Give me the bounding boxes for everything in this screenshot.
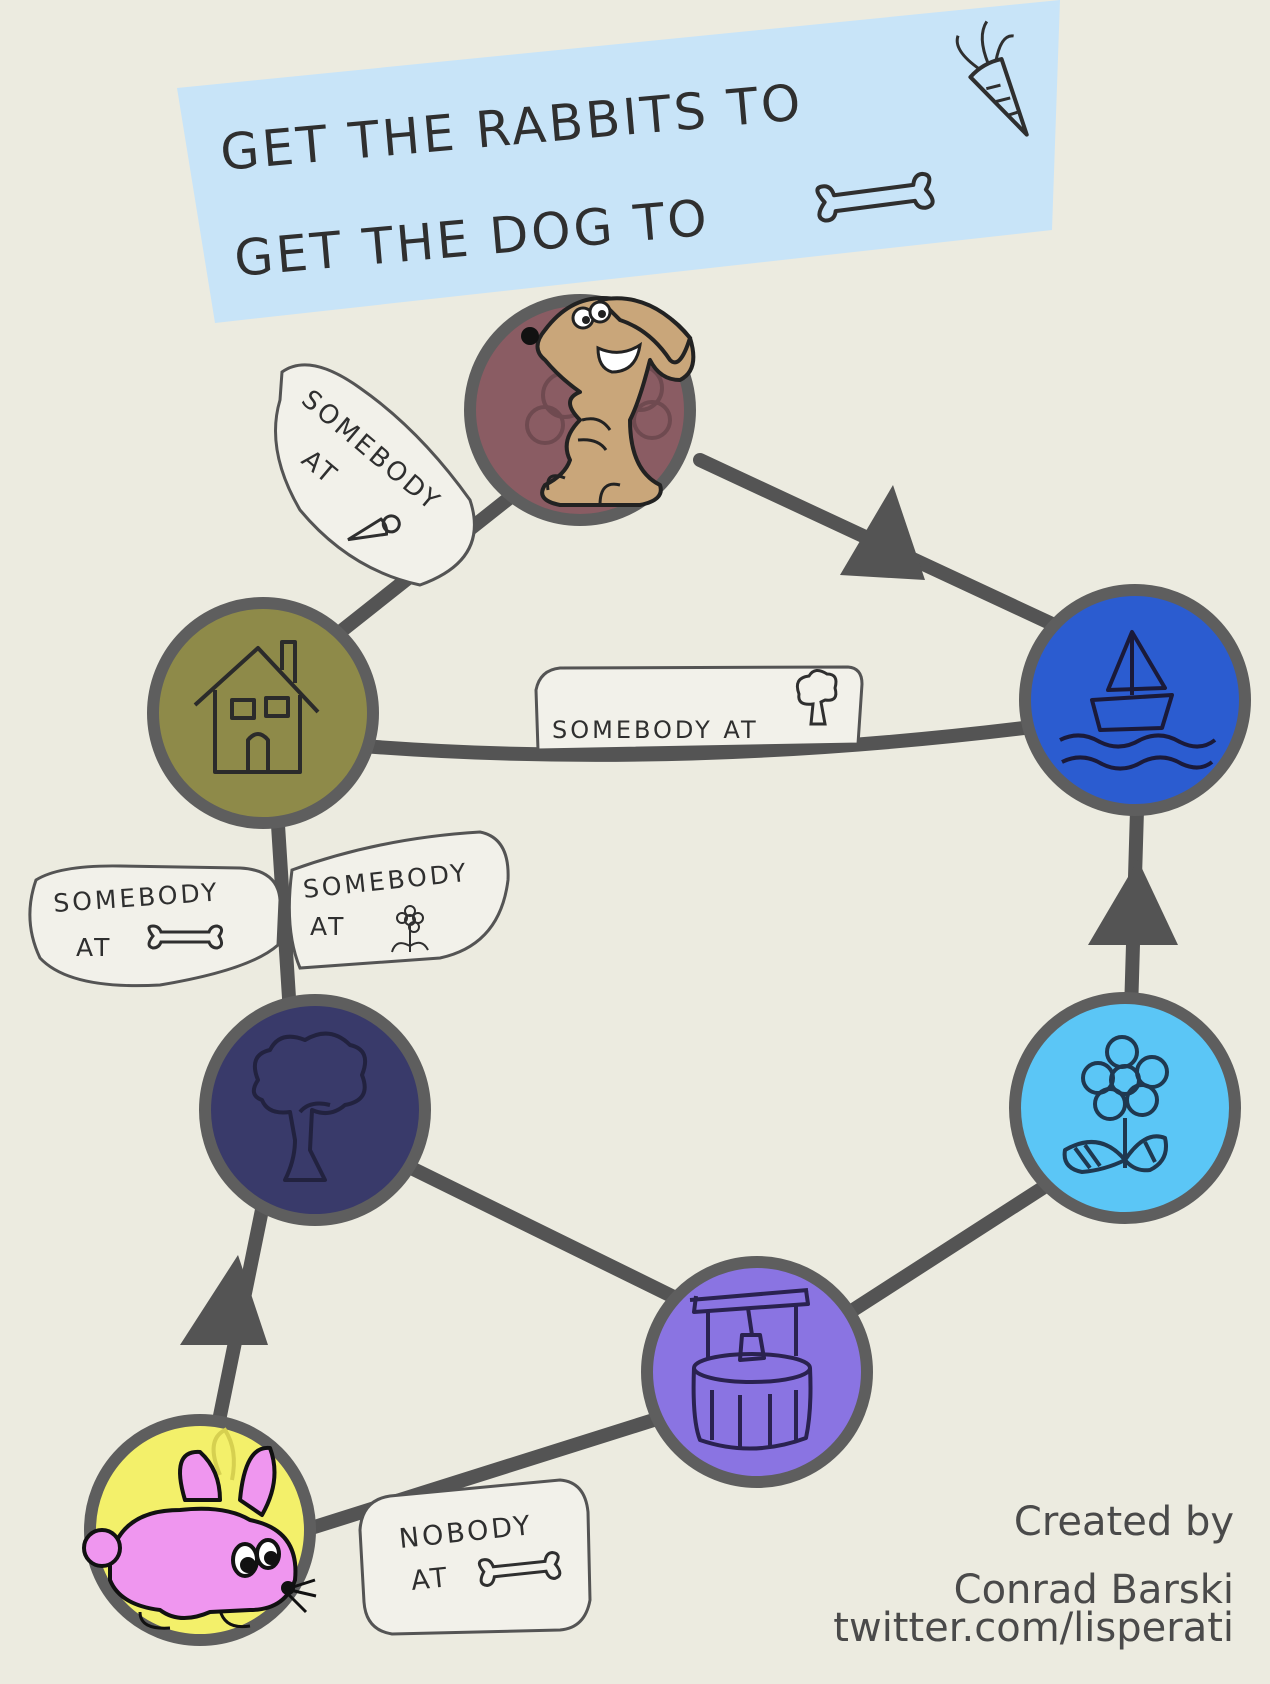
condition-house-boat-line1: SOMEBODY AT [552, 716, 759, 744]
bone-icon [815, 171, 935, 223]
node-house[interactable] [147, 597, 379, 829]
credit-twitter-link[interactable]: twitter.com/lisperati [833, 1605, 1234, 1651]
node-dog[interactable] [464, 294, 696, 526]
rabbit-icon [82, 1445, 317, 1630]
credit-author: Conrad Barski [953, 1567, 1234, 1613]
tree-icon [251, 1031, 367, 1182]
condition-house-tree-left-line2: AT [76, 933, 112, 962]
condition-house-tree-right-line2: AT [310, 912, 346, 941]
condition-dog-house: SOMEBODY AT [274, 363, 476, 587]
bone-icon [477, 1551, 562, 1588]
bone-icon [147, 924, 224, 950]
carrot-icon [955, 20, 1029, 137]
path-house-boat [343, 718, 1055, 762]
node-tree[interactable] [199, 994, 431, 1226]
condition-rabbit-well: NOBODY AT [358, 1478, 592, 1636]
rabbit-background-pattern [211, 1427, 236, 1481]
flower-icon [1062, 1035, 1169, 1174]
flower-icon [391, 905, 429, 953]
house-icon [193, 640, 320, 774]
condition-house-tree-left: SOMEBODY AT [28, 864, 282, 988]
node-flower[interactable] [1009, 992, 1241, 1224]
condition-rabbit-well-line2: AT [409, 1562, 451, 1597]
arrow-to-boat-vertical [1088, 860, 1178, 945]
condition-house-tree-right: SOMEBODY AT [287, 830, 510, 970]
carrot-icon [347, 514, 401, 542]
condition-house-boat: SOMEBODY AT [534, 665, 864, 752]
direction-arrows [180, 485, 1178, 1345]
dog-icon [521, 296, 696, 507]
title-banner: GET THE RABBITS TO GET THE DOG TO [177, 0, 1060, 323]
credit-created-by: Created by [1013, 1499, 1234, 1545]
node-rabbit[interactable] [82, 1414, 317, 1646]
arrow-to-boat [840, 485, 925, 580]
boat-icon [1059, 630, 1217, 771]
well-icon [689, 1288, 813, 1451]
node-boat[interactable] [1019, 584, 1251, 816]
path-flower-well [843, 1173, 1062, 1319]
arrow-to-tree [180, 1255, 268, 1345]
path-tree-well [388, 1153, 697, 1312]
node-well[interactable] [641, 1256, 873, 1488]
tree-icon [795, 669, 838, 726]
